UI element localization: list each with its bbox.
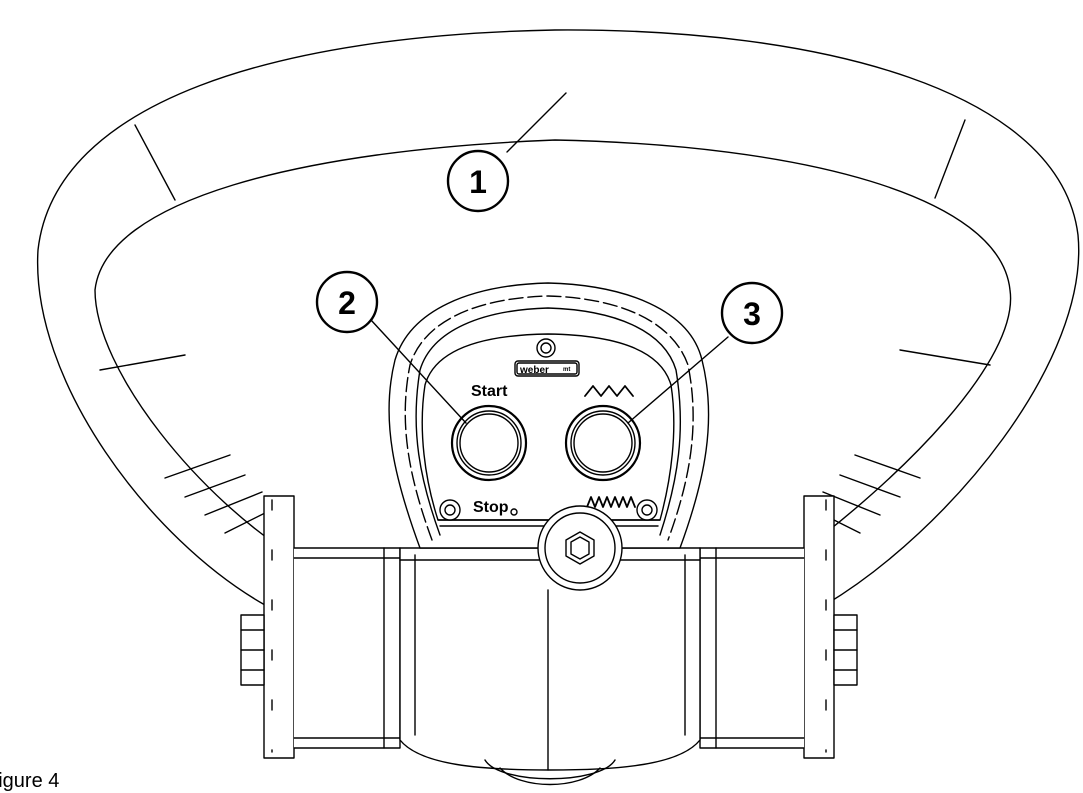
start-stop-button[interactable] — [450, 404, 528, 482]
callout-2-circle — [315, 270, 379, 334]
low-vibration-wave-icon — [584, 385, 634, 397]
callout-1-circle — [446, 149, 510, 213]
left-panel-screw — [439, 499, 461, 521]
control-head — [388, 282, 710, 549]
start-label: Start — [471, 383, 508, 400]
high-vibration-wave-icon — [586, 496, 636, 508]
left-mount — [240, 495, 401, 759]
hex-bolt — [537, 505, 623, 591]
figure-caption: Figure 4 — [0, 770, 60, 792]
right-mount — [699, 495, 858, 759]
vibration-button[interactable] — [564, 404, 642, 482]
right-panel-screw — [636, 499, 658, 521]
indicator-hole — [510, 508, 518, 516]
logo-text: weber — [519, 365, 549, 376]
housing — [399, 547, 701, 786]
callout-3-number: 3 — [743, 296, 761, 332]
callout-3-circle — [720, 281, 784, 345]
logo-suffix: mt — [563, 367, 570, 373]
leader-line-2 — [370, 319, 467, 424]
stop-label: Stop — [473, 499, 509, 516]
logo-plate — [514, 360, 580, 377]
callout-1-number: 1 — [469, 164, 487, 200]
callout-2-number: 2 — [338, 285, 356, 321]
leader-line-1 — [506, 92, 567, 153]
top-screw — [536, 338, 556, 358]
leader-line-3 — [627, 336, 729, 424]
